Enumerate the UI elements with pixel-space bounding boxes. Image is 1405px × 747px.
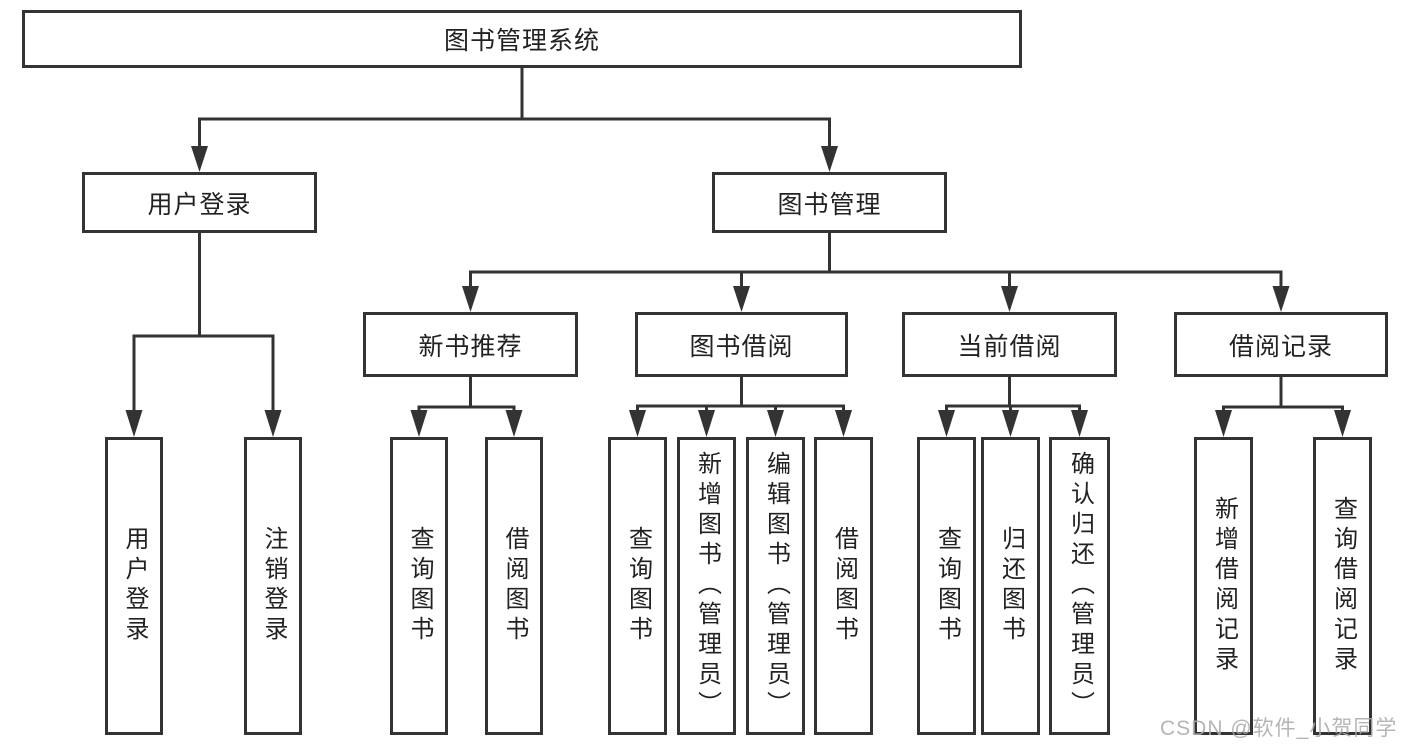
node-current-borrowing: 当前借阅 xyxy=(902,312,1117,377)
leaf-recommend-borrow-books: 借阅图书 xyxy=(485,437,543,735)
leaf-current-confirm-return-admin: 确认归还（管理员） xyxy=(1049,437,1110,735)
leaf-borrowing-edit-books-admin: 编辑图书（管理员） xyxy=(746,437,805,735)
leaf-logout: 注销登录 xyxy=(244,437,302,735)
node-user-login: 用户登录 xyxy=(82,172,317,233)
leaf-borrowing-add-books-admin: 新增图书（管理员） xyxy=(677,437,736,735)
leaf-current-query-books: 查询图书 xyxy=(917,437,976,735)
node-book-borrowing: 图书借阅 xyxy=(635,312,848,377)
node-book-management: 图书管理 xyxy=(712,172,947,233)
node-new-book-recommend: 新书推荐 xyxy=(363,312,578,377)
leaf-borrowing-borrow-books: 借阅图书 xyxy=(814,437,873,735)
leaf-records-add-borrow-record: 新增借阅记录 xyxy=(1194,437,1253,735)
leaf-user-login: 用户登录 xyxy=(105,437,163,735)
csdn-watermark: CSDN @软件_小贺同学 xyxy=(1160,717,1398,740)
leaf-records-query-borrow-record: 查询借阅记录 xyxy=(1313,437,1372,735)
leaf-recommend-query-books: 查询图书 xyxy=(390,437,448,735)
leaf-current-return-books: 归还图书 xyxy=(981,437,1040,735)
node-borrowing-records: 借阅记录 xyxy=(1174,312,1388,377)
leaf-borrowing-query-books: 查询图书 xyxy=(608,437,667,735)
node-library-management-system: 图书管理系统 xyxy=(22,10,1022,68)
